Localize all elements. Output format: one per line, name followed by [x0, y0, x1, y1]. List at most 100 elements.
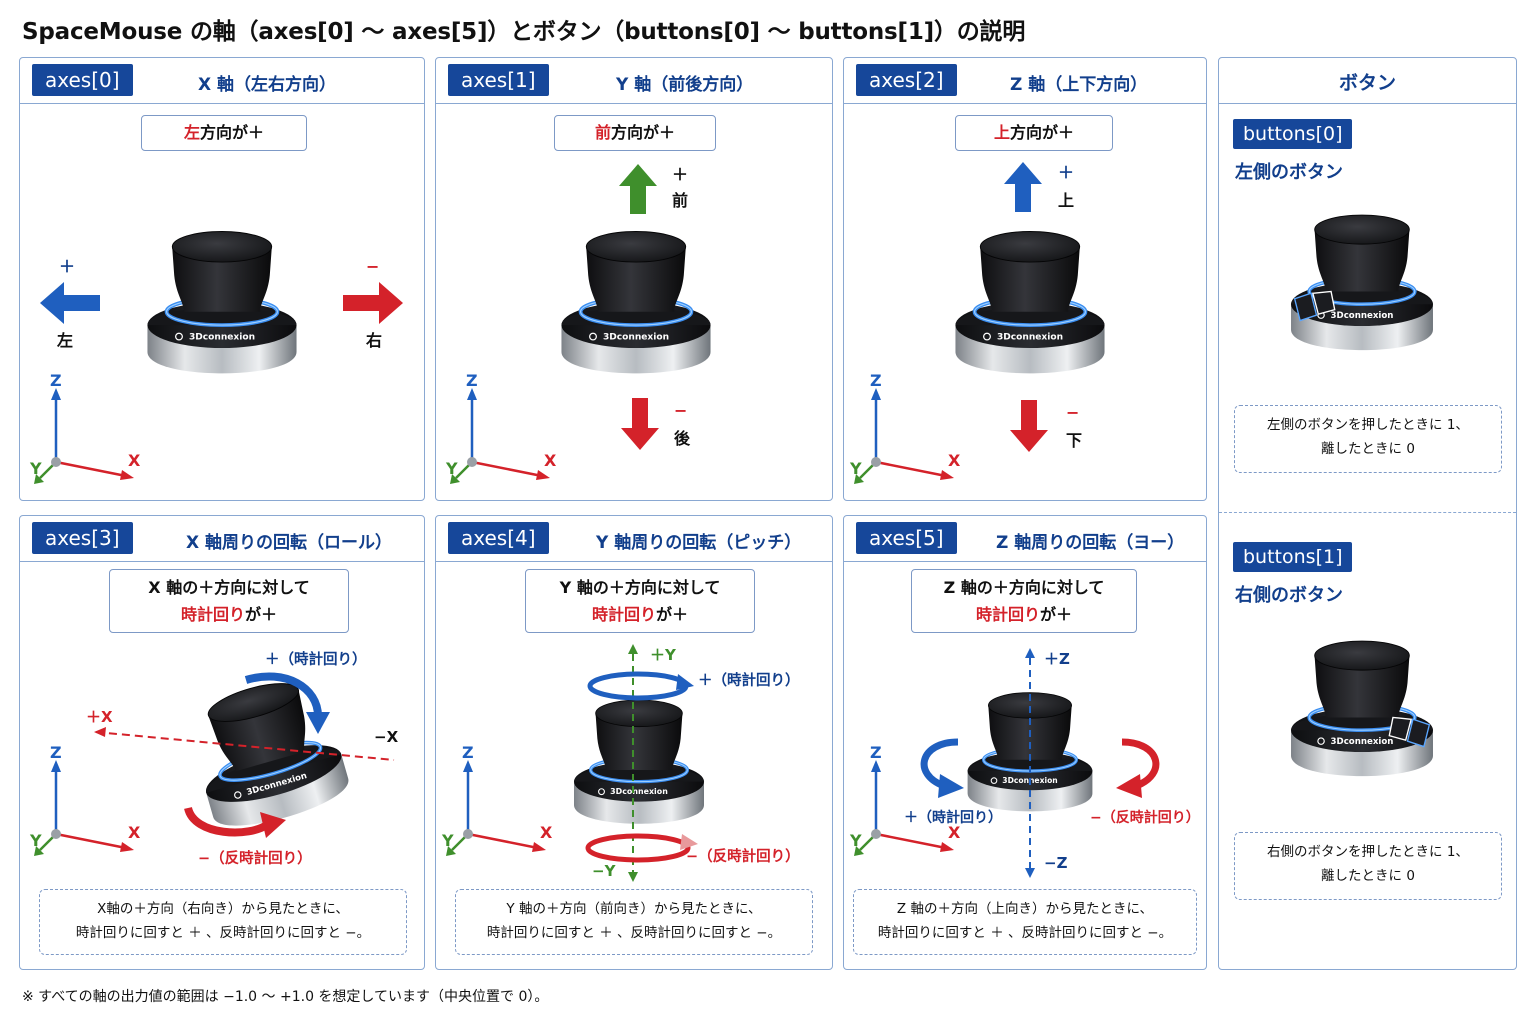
minus-axis-label: −Z [1044, 854, 1068, 872]
button1-subtitle: 右側のボタン [1235, 585, 1343, 606]
triad-z-label: Z [466, 371, 478, 390]
direction-rest: 方向が＋ [611, 123, 676, 142]
axis-triad: Z X Y [849, 743, 970, 860]
panel-header: axes[2] Z 軸（上下方向） [844, 58, 1206, 104]
note-line: 時計回りに回すと ＋ 、反時計回りに回すと −。 [486, 925, 782, 941]
triad-y-label: Y [849, 831, 862, 850]
rotation-note: Z 軸の＋方向（上向き）から見たときに、 時計回りに回すと ＋ 、反時計回りに回… [853, 889, 1197, 955]
button0-tag: buttons[0] [1233, 119, 1353, 149]
button1-note: 右側のボタンを押したときに 1、 離したときに 0 [1234, 832, 1502, 900]
minus-axis-label: −Y [592, 862, 616, 880]
spacemouse-device: 3Dconnexion [1271, 626, 1453, 798]
rule-line: 時計回りが＋ [591, 605, 689, 624]
minus-sign: − [366, 257, 380, 276]
axis-tag: axes[1] [448, 64, 549, 96]
rotation-note: Y 軸の＋方向（前向き）から見たときに、 時計回りに回すと ＋ 、反時計回りに回… [455, 889, 813, 955]
plus-axis-label: ＋Y [650, 646, 676, 664]
right-arrow-icon [343, 282, 403, 324]
triad-x-label: X [948, 823, 961, 842]
axis-tag: axes[2] [856, 64, 957, 96]
spacemouse-device: 3Dconnexion [1271, 200, 1453, 372]
counterclockwise-label: −（反時計回り） [198, 851, 312, 867]
triad-z-label: Z [870, 371, 882, 390]
clockwise-label: ＋（時計回り） [265, 652, 367, 668]
triad-y-label: Y [441, 831, 454, 850]
page-title: SpaceMouse の軸（axes[0] 〜 axes[5]）とボタン（but… [22, 19, 1026, 45]
axis-tag: axes[4] [448, 522, 549, 554]
panel-axes2: axes[2] Z 軸（上下方向） 上方向が＋ ＋ 上 3Dconnexion … [843, 57, 1207, 501]
minus-direction-word: 右 [366, 331, 383, 350]
note-line: X軸の＋方向（右向き）から見たときに、 [97, 901, 349, 917]
counterclockwise-label: −（反時計回り） [686, 849, 800, 865]
direction-rest: 方向が＋ [200, 123, 265, 142]
note-line: 離したときに 0 [1321, 868, 1415, 884]
minus-sign: − [674, 401, 688, 420]
panel-title: ボタン [1338, 72, 1396, 94]
rule-line: 時計回りが＋ [180, 605, 278, 624]
rotation-rule-box: Y 軸の＋方向に対して 時計回りが＋ [525, 569, 755, 633]
note-line: 左側のボタンを押したときに 1、 [1267, 417, 1469, 433]
triad-z-label: Z [870, 743, 882, 762]
note-line: Y 軸の＋方向（前向き）から見たときに、 [506, 901, 762, 917]
brand-logo-text: 3Dconnexion [1331, 311, 1394, 321]
roll-axis-line [94, 727, 395, 761]
plus-direction-word: 上 [1058, 191, 1075, 210]
direction-word: 左 [183, 123, 200, 142]
direction-word: 前 [594, 123, 611, 142]
panel-header: axes[3] X 軸周りの回転（ロール） [20, 516, 424, 562]
panel-axes5: axes[5] Z 軸周りの回転（ヨー） Z 軸の＋方向に対して 時計回りが＋ … [843, 515, 1207, 970]
spacemouse-device: 3Dconnexion [554, 690, 724, 840]
spacemouse-device: 3Dconnexion [540, 220, 732, 392]
spacemouse-device: 3Dconnexion [934, 220, 1126, 392]
brand-logo-text: 3Dconnexion [189, 332, 255, 342]
panel-header: axes[1] Y 軸（前後方向） [436, 58, 832, 104]
rule-line: 時計回りが＋ [975, 605, 1073, 624]
plus-sign: ＋ [1058, 163, 1075, 182]
minus-direction-word: 下 [1066, 431, 1083, 450]
brand-logo-text: 3Dconnexion [1331, 737, 1394, 747]
direction-rule-box: 前方向が＋ [554, 115, 716, 151]
down-arrow-icon [1010, 400, 1048, 452]
brand-logo-text: 3Dconnexion [997, 332, 1063, 342]
spacemouse-device: 3Dconnexion [126, 220, 318, 392]
axis-tag: axes[5] [856, 522, 957, 554]
clockwise-label: ＋（時計回り） [904, 810, 1002, 826]
button1-tag: buttons[1] [1233, 542, 1353, 572]
rotation-rule-box: Z 軸の＋方向に対して 時計回りが＋ [911, 569, 1137, 633]
rotation-rule-box: X 軸の＋方向に対して 時計回りが＋ [109, 569, 349, 633]
panel-title: X 軸（左右方向） [198, 75, 337, 95]
minus-axis-label: −X [374, 728, 399, 746]
minus-sign: − [1066, 403, 1080, 422]
panel-buttons: ボタン buttons[0] 左側のボタン 3Dconnexion 左側のボタン… [1218, 57, 1517, 970]
plus-direction-word: 左 [57, 331, 74, 350]
panel-header: ボタン [1219, 58, 1516, 104]
triad-x-label: X [948, 451, 961, 470]
counterclockwise-arrow-icon [1116, 738, 1160, 798]
note-line: 離したときに 0 [1321, 441, 1415, 457]
rotation-note: X軸の＋方向（右向き）から見たときに、 時計回りに回すと ＋ 、反時計回りに回す… [39, 889, 407, 955]
triad-z-label: Z [462, 743, 474, 762]
note-line: 時計回りに回すと ＋ 、反時計回りに回すと −。 [75, 925, 371, 941]
triad-x-label: X [540, 823, 553, 842]
direction-word: 上 [993, 123, 1010, 142]
axis-tag: axes[0] [32, 64, 133, 96]
panel-header: axes[5] Z 軸周りの回転（ヨー） [844, 516, 1206, 562]
clockwise-label: ＋（時計回り） [698, 673, 800, 689]
panel-axes4: axes[4] Y 軸周りの回転（ピッチ） Y 軸の＋方向に対して 時計回りが＋… [435, 515, 833, 970]
left-arrow-icon [40, 282, 100, 324]
triad-y-label: Y [849, 459, 862, 478]
counterclockwise-label: −（反時計回り） [1090, 810, 1200, 826]
footnote: ※ すべての軸の出力値の範囲は −1.0 〜 +1.0 を想定しています（中央位… [22, 989, 549, 1005]
panel-header: axes[0] X 軸（左右方向） [20, 58, 424, 104]
direction-rule-box: 上方向が＋ [955, 115, 1113, 151]
panel-title: Z 軸周りの回転（ヨー） [996, 533, 1185, 553]
plus-sign: ＋ [672, 165, 689, 184]
panel-title: Z 軸（上下方向） [1010, 75, 1148, 95]
panel-axes0: axes[0] X 軸（左右方向） 左方向が＋ ＋ 左 − 右 3Dconnex… [19, 57, 425, 501]
z-axis-line [1025, 648, 1035, 878]
counterclockwise-arrow-icon [184, 806, 286, 838]
divider [1219, 512, 1516, 513]
triad-y-label: Y [29, 459, 42, 478]
